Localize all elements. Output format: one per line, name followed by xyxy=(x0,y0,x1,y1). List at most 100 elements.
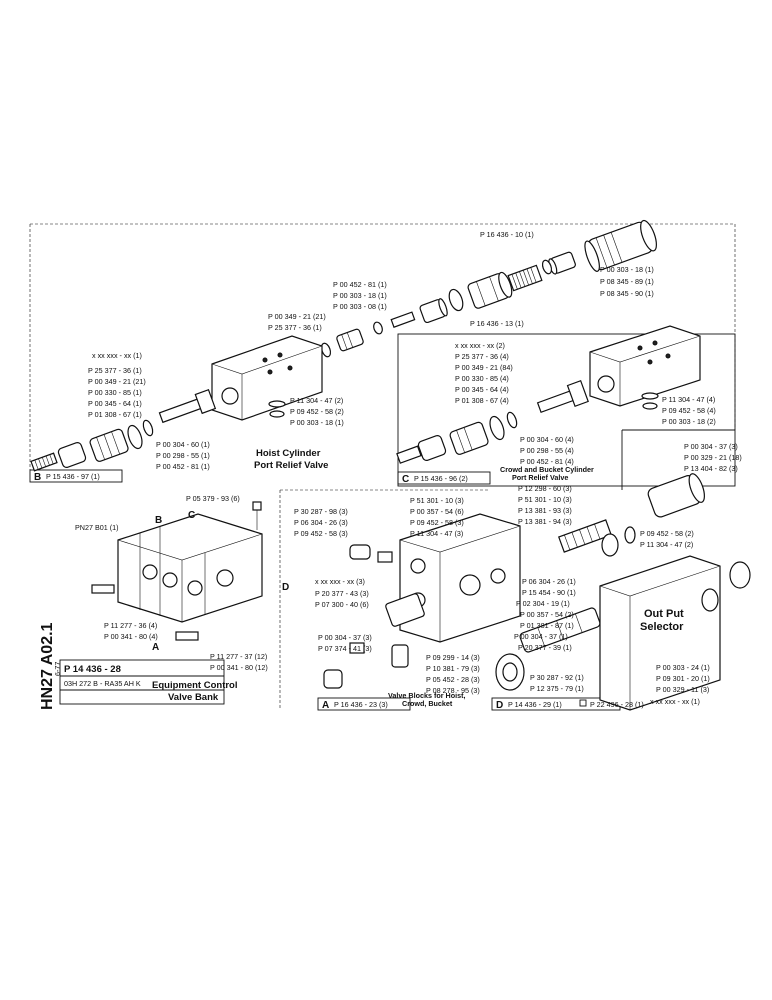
callout: P 09 299 - 14 (3) xyxy=(426,653,480,662)
callout: x xx xxx - xx (1) xyxy=(92,351,142,360)
callout: P 00 330 - 85 (4) xyxy=(455,374,509,383)
callout: P 25 377 - 36 (1) xyxy=(268,323,322,332)
callout: P 05 379 - 93 (6) xyxy=(186,494,240,503)
callout: P 00 304 - 60 (4) xyxy=(520,435,574,444)
callout-letter: C xyxy=(188,510,195,521)
crowd-title-2: Port Relief Valve xyxy=(512,473,568,482)
callout: P 51 301 - 10 (3) xyxy=(410,496,464,505)
callout-letter: A xyxy=(152,642,159,653)
callout: P 09 452 - 58 (3) xyxy=(410,518,464,527)
crowd-section-letter: C xyxy=(402,474,409,485)
title-line-2: Valve Bank xyxy=(168,692,219,703)
callout: P 08 345 - 90 (1) xyxy=(600,289,654,298)
callout: P 06 304 - 26 (1) xyxy=(522,577,576,586)
callout: P 00 349 - 21 (21) xyxy=(88,377,146,386)
callout: P 11 304 - 47 (4) xyxy=(662,395,715,404)
hoist-title-1: Hoist Cylinder xyxy=(256,448,321,459)
sheet-code: HN27 A02.1 xyxy=(39,622,56,710)
selector-title-2: Selector xyxy=(640,621,684,633)
crowd-title-1: Crowd and Bucket Cylinder xyxy=(500,465,594,474)
callout-letter: D xyxy=(282,582,289,593)
callout: P 00 298 - 55 (1) xyxy=(156,451,210,460)
callout: P 05 452 - 28 (3) xyxy=(426,675,480,684)
callout: P 11 304 - 47 (2) xyxy=(290,396,343,405)
hoist-title-2: Port Relief Valve xyxy=(254,460,328,471)
callout: x xx xxx - xx (2) xyxy=(455,341,505,350)
hoist-section-letter: B xyxy=(34,472,41,483)
selector-ref: P 14 436 - 29 (1) xyxy=(508,700,562,709)
callout: P 07 374 - 41 (3) xyxy=(318,644,372,653)
callout: P 30 287 - 92 (1) xyxy=(530,673,584,682)
selector-callouts: P 00 304 - 37 (3) P 00 329 - 21 (18) P 1… xyxy=(640,442,742,706)
callout: P 10 381 - 79 (3) xyxy=(426,664,480,673)
valve-section-letter: A xyxy=(322,700,329,711)
callout: P 13 381 - 94 (3) xyxy=(518,517,572,526)
callout: P 13 404 - 82 (3) xyxy=(684,464,738,473)
sheet-date: 6-77 xyxy=(53,662,62,676)
callout: P 11 277 - 36 (4) xyxy=(104,621,157,630)
callout: P 30 287 - 98 (3) xyxy=(294,507,348,516)
callout: P 08 345 - 89 (1) xyxy=(600,277,654,286)
callout: P 00 304 - 37 (1) xyxy=(514,632,568,641)
callout: P 13 381 - 93 (3) xyxy=(518,506,572,515)
callout: P 00 349 - 21 (21) xyxy=(268,312,326,321)
callout: PN27 B01 (1) xyxy=(75,523,119,532)
crowd-callouts: x xx xxx - xx (2) P 25 377 - 36 (4) P 00… xyxy=(402,341,716,485)
callout: P 09 452 - 58 (3) xyxy=(294,529,348,538)
callout: P 00 345 - 64 (4) xyxy=(455,385,509,394)
hoist-callouts: x xx xxx - xx (1) P 25 377 - 36 (1) P 00… xyxy=(34,351,344,483)
crowd-ref: P 15 436 - 96 (2) xyxy=(414,474,468,483)
spool-callouts: P 12 298 - 60 (3) P 51 301 - 10 (3) P 13… xyxy=(496,484,644,711)
callout: P 07 300 - 40 (6) xyxy=(315,600,369,609)
callout: P 12 375 - 79 (1) xyxy=(530,684,584,693)
callout: P 00 345 - 64 (1) xyxy=(88,399,142,408)
valve-callouts: P 51 301 - 10 (3) P 00 357 - 54 (6) P 09… xyxy=(294,496,480,711)
callout: P 00 303 - 18 (1) xyxy=(290,418,344,427)
callout: P 16 436 - 13 (1) xyxy=(470,319,524,328)
callout: P 11 304 - 47 (2) xyxy=(640,540,693,549)
callout-letter: B xyxy=(155,515,162,526)
callout: P 00 341 - 80 (4) xyxy=(104,632,158,641)
callout: P 00 341 - 80 (12) xyxy=(210,663,268,672)
callout: P 09 452 - 58 (2) xyxy=(290,407,344,416)
callout: P 25 377 - 36 (1) xyxy=(88,366,142,375)
valve-blocks-title-2: Crowd, Bucket xyxy=(402,699,453,708)
top-parts xyxy=(320,219,657,358)
assembly-callouts: P 05 379 - 93 (6) B C PN27 B01 (1) D P 1… xyxy=(75,494,289,672)
valve-ref: P 16 436 - 23 (3) xyxy=(334,700,388,709)
callout: P 00 329 - 21 (18) xyxy=(684,453,742,462)
callout: P 00 304 - 37 (3) xyxy=(318,633,372,642)
callout: x xx xxx - xx (1) xyxy=(650,697,700,706)
callout: P 01 308 - 67 (4) xyxy=(455,396,509,405)
crowd-relief-block xyxy=(589,325,701,407)
callout: P 25 377 - 36 (4) xyxy=(455,352,509,361)
callout: x xx xxx - xx (3) xyxy=(315,577,365,586)
callout: P 20 377 - 43 (3) xyxy=(315,589,369,598)
callout: P 20 377 - 39 (1) xyxy=(518,643,572,652)
callout: P 08 278 - 95 (3) xyxy=(426,686,480,695)
callout: P 00 349 - 21 (84) xyxy=(455,363,513,372)
callout: P 02 304 - 19 (1) xyxy=(516,599,570,608)
selector-section-letter: D xyxy=(496,700,503,711)
callout: P 51 301 - 10 (3) xyxy=(518,495,572,504)
callout: P 00 303 - 18 (1) xyxy=(600,265,654,274)
valve-blocks-title-1: Valve Blocks for Hoist, xyxy=(388,691,466,700)
crowd-parts xyxy=(396,380,659,464)
callout: P 11 277 - 37 (12) xyxy=(210,652,267,661)
callout: P 12 298 - 60 (3) xyxy=(518,484,572,493)
callout: P 00 304 - 37 (3) xyxy=(684,442,738,451)
callout: P 01 308 - 67 (1) xyxy=(88,410,142,419)
callout: P 00 303 - 24 (1) xyxy=(656,663,710,672)
callout: P 00 452 - 81 (1) xyxy=(333,280,387,289)
top-callouts: P 16 436 - 10 (1) P 00 303 - 18 (1) P 08… xyxy=(268,230,654,332)
callout: P 00 357 - 54 (2) xyxy=(520,610,574,619)
selector-title-1: Out Put xyxy=(644,608,684,620)
callout: P 00 329 - 11 (3) xyxy=(656,685,709,694)
callout: P 09 301 - 20 (1) xyxy=(656,674,710,683)
frames xyxy=(29,223,736,711)
callout: P 15 454 - 90 (1) xyxy=(522,588,576,597)
callout: P 01 381 - 87 (1) xyxy=(520,621,574,630)
title-block: HN27 A02.1 6-77 P 14 436 - 28 03H 272 B … xyxy=(39,622,238,710)
callout: P 00 303 - 18 (2) xyxy=(662,417,716,426)
